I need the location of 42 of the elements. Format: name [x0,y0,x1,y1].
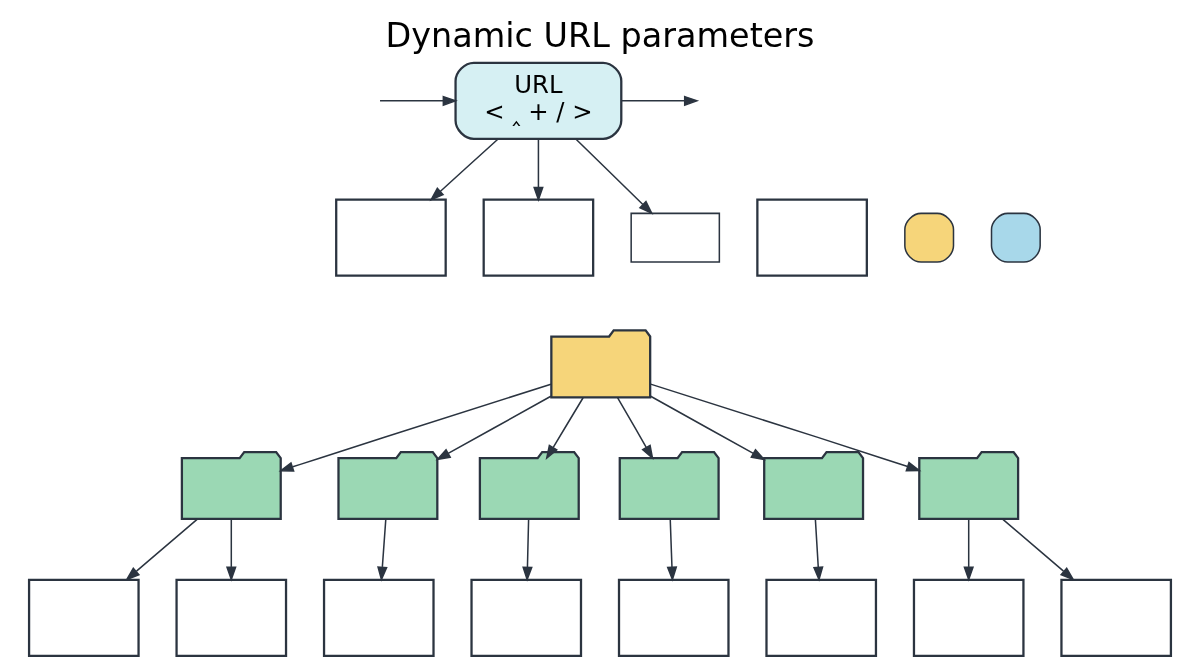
arrow [575,138,654,215]
node-folder [763,450,865,521]
node-window [912,578,1025,657]
node-folder [618,450,720,521]
node-window [335,198,447,277]
arrow [649,383,922,472]
arrow [666,518,678,582]
node-window [175,578,288,657]
arrow [545,397,584,461]
node-window [27,578,140,657]
arrow [649,395,767,461]
node-box: URL < ‸ + / > [454,61,623,140]
node-folder [918,450,1020,521]
arrow [1002,518,1075,581]
node-window [756,198,868,277]
diagram-title: Dynamic URL parameters [385,16,815,56]
arrow [225,518,237,582]
node-tile [990,212,1041,263]
arrow [125,518,198,581]
arrow [963,518,975,582]
node-folder [337,450,439,521]
arrow [379,95,458,107]
arrow [377,518,388,582]
node-window [470,578,583,657]
node-folder [478,450,580,521]
arrow [278,383,552,472]
arrow [429,138,499,202]
node-window [482,198,595,277]
arrow [620,95,700,107]
node-folder [550,329,652,399]
node-window [1060,578,1173,657]
node-card [630,212,721,263]
arrow [616,397,654,461]
arrow [533,138,544,202]
node-tile [904,212,955,263]
node-window [617,578,730,657]
arrow [812,518,824,582]
node-folder [180,450,282,521]
arrow [522,518,533,582]
arrow [435,395,552,461]
node-window [765,578,878,657]
node-window [322,578,435,657]
